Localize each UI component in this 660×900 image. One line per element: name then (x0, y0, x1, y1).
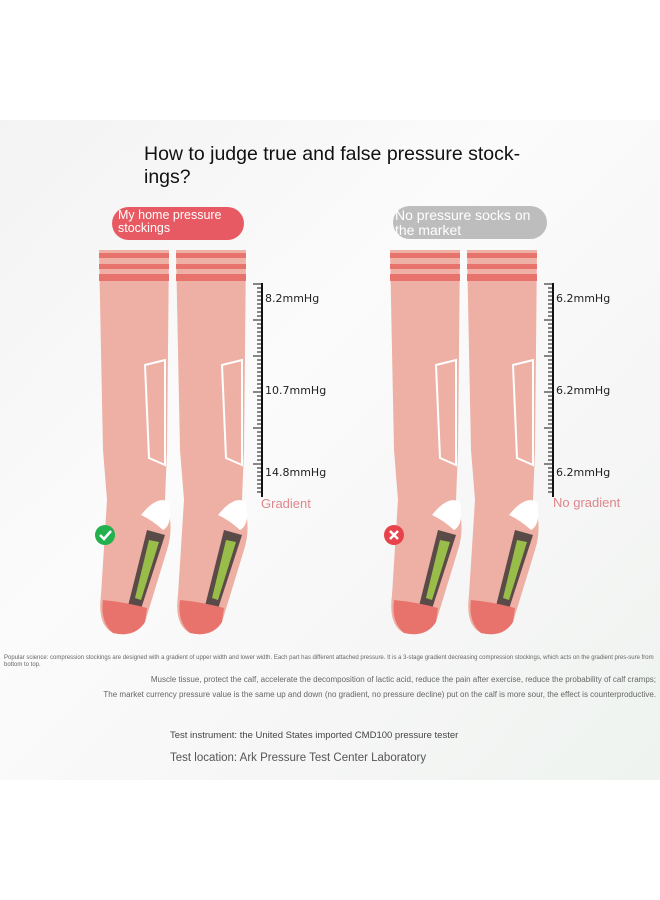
reading-right-bottom: 6.2mmHg (556, 466, 611, 479)
note-popular-science: Popular science: compression stockings a… (4, 655, 654, 668)
cross-icon (384, 525, 404, 545)
sock-right-2 (466, 249, 540, 636)
test-instrument: Test instrument: the United States impor… (170, 730, 459, 741)
note-market: The market currency pressure value is th… (103, 690, 656, 699)
label-home-stockings: My home pressure stockings (112, 207, 244, 240)
reading-left-top: 8.2mmHg (265, 292, 320, 305)
note-muscle: Muscle tissue, protect the calf, acceler… (150, 675, 656, 684)
ruler-left (253, 283, 263, 497)
sock-left-2 (175, 249, 249, 636)
result-left: Gradient (261, 496, 311, 511)
reading-left-bottom: 14.8mmHg (265, 466, 327, 479)
result-right: No gradient (553, 495, 621, 510)
reading-right-top: 6.2mmHg (556, 292, 611, 305)
label-market-socks: No pressure socks on the market (393, 206, 547, 239)
test-location: Test location: Ark Pressure Test Center … (170, 752, 427, 764)
sock-right-1 (389, 249, 463, 636)
reading-left-mid: 10.7mmHg (265, 384, 327, 397)
page-title: How to judge true and false pressure sto… (144, 143, 521, 188)
reading-right-mid: 6.2mmHg (556, 384, 611, 397)
check-icon (95, 525, 115, 545)
sock-left-1 (98, 249, 172, 636)
ruler-right (544, 283, 554, 497)
